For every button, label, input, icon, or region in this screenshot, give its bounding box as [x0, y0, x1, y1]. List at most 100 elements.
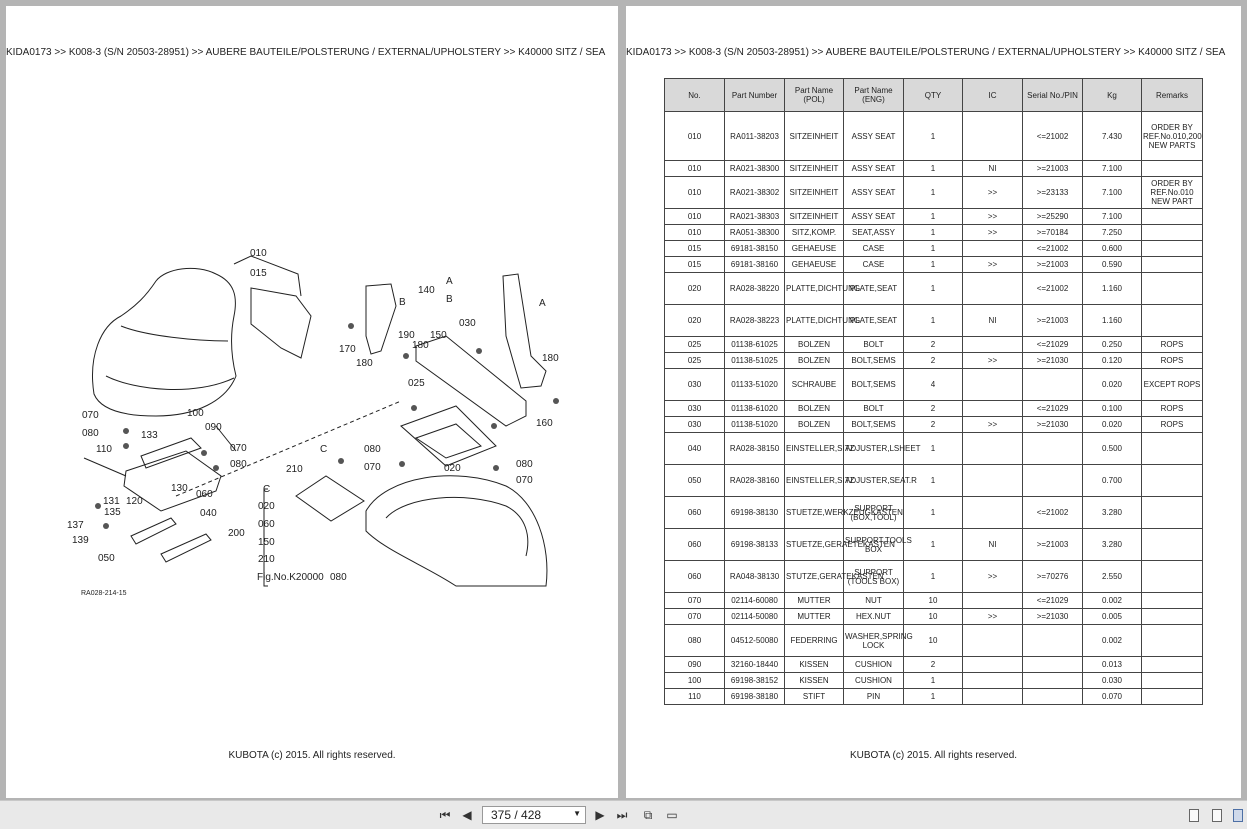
table-cell: PLATTE,DICHTUNG: [784, 304, 860, 337]
table-cell: 060: [664, 496, 725, 529]
table-cell: 7.100: [1082, 208, 1142, 225]
table-cell: 02114-50080: [724, 608, 785, 625]
table-cell: 010: [664, 208, 725, 225]
svg-text:120: 120: [126, 496, 143, 507]
column-header: Remarks: [1141, 78, 1203, 112]
prev-page-icon[interactable]: ◀: [462, 808, 472, 822]
table-cell: STUETZE,GERAETEKASTEN: [784, 528, 895, 561]
single-page-icon[interactable]: [1189, 809, 1199, 822]
table-cell: SITZEINHEIT: [784, 208, 844, 225]
table-cell: 7.100: [1082, 176, 1142, 209]
table-cell: STUETZE,WERKZEUGKASTEN: [784, 496, 903, 529]
table-cell: [1141, 608, 1203, 625]
table-cell: 070: [664, 592, 725, 609]
fit-page-icon[interactable]: ⧉: [643, 807, 653, 822]
table-cell: RA028-38220: [724, 272, 785, 305]
table-cell: BOLT,SEMS: [843, 416, 904, 433]
svg-text:B: B: [446, 294, 453, 305]
continuous-icon[interactable]: [1233, 809, 1243, 822]
table-cell: <=21029: [1022, 336, 1083, 353]
table-cell: [962, 496, 1023, 529]
svg-text:080: 080: [364, 444, 381, 455]
table-cell: RA021-38302: [724, 176, 785, 209]
table-cell: >=25290: [1022, 208, 1083, 225]
svg-text:130: 130: [171, 483, 188, 494]
table-cell: ASSY SEAT: [843, 176, 904, 209]
table-cell: >>: [962, 256, 1023, 273]
svg-text:015: 015: [250, 268, 267, 279]
table-cell: >>: [962, 224, 1023, 241]
table-cell: 010: [664, 160, 725, 177]
table-cell: MUTTER: [784, 592, 844, 609]
table-cell: 01133-51020: [724, 368, 785, 401]
table-cell: 01138-51020: [724, 416, 785, 433]
two-page-icon[interactable]: [1212, 809, 1222, 822]
table-cell: 1: [903, 111, 963, 161]
table-cell: GEHAEUSE: [784, 240, 844, 257]
table-cell: HEX.NUT: [843, 608, 904, 625]
next-page-icon[interactable]: ▶: [595, 808, 605, 822]
table-cell: [962, 368, 1023, 401]
table-cell: [1141, 592, 1203, 609]
table-cell: [1141, 208, 1203, 225]
table-cell: PLATE,SEAT: [843, 272, 904, 305]
table-cell: 010: [664, 176, 725, 209]
page-selector[interactable]: 375 / 428 ▼: [482, 806, 586, 824]
svg-text:139: 139: [72, 535, 89, 546]
svg-text:040: 040: [200, 508, 217, 519]
table-cell: 0.590: [1082, 256, 1142, 273]
table-cell: 010: [664, 224, 725, 241]
table-cell: [962, 336, 1023, 353]
table-cell: CASE: [843, 240, 904, 257]
table-cell: NI: [962, 304, 1023, 337]
table-cell: GEHAEUSE: [784, 256, 844, 273]
viewer-toolbar: ⏮ ◀ 375 / 428 ▼ ▶ ⏭ ⧉ ▭: [0, 800, 1247, 829]
table-cell: 040: [664, 432, 725, 465]
svg-text:190: 190: [398, 330, 415, 341]
first-page-icon[interactable]: ⏮: [439, 807, 451, 822]
table-cell: 01138-61025: [724, 336, 785, 353]
svg-text:150: 150: [258, 537, 275, 548]
table-cell: BOLT,SEMS: [843, 368, 904, 401]
svg-text:C: C: [320, 444, 327, 455]
table-cell: <=21002: [1022, 111, 1083, 161]
footer: KUBOTA (c) 2015. All rights reserved.: [228, 750, 396, 761]
last-page-icon[interactable]: ⏭: [616, 807, 628, 822]
svg-text:070: 070: [82, 410, 99, 421]
table-cell: >=21003: [1022, 528, 1083, 561]
svg-text:RA028-214-15: RA028-214-15: [81, 590, 127, 597]
table-cell: 110: [664, 688, 725, 705]
svg-text:080: 080: [516, 459, 533, 470]
table-cell: BOLZEN: [784, 400, 844, 417]
table-cell: >>: [962, 416, 1023, 433]
table-cell: EINSTELLER,SITZ: [784, 464, 854, 497]
table-cell: [962, 464, 1023, 497]
table-cell: <=21029: [1022, 592, 1083, 609]
table-cell: 0.002: [1082, 624, 1142, 657]
table-cell: [1022, 672, 1083, 689]
fit-width-icon[interactable]: ▭: [666, 808, 678, 822]
table-cell: BOLZEN: [784, 336, 844, 353]
table-cell: [1141, 688, 1203, 705]
table-cell: [962, 240, 1023, 257]
table-cell: RA028-38150: [724, 432, 785, 465]
table-cell: KISSEN: [784, 672, 844, 689]
table-cell: NI: [962, 528, 1023, 561]
table-cell: RA021-38300: [724, 160, 785, 177]
table-cell: 1: [903, 560, 963, 593]
table-cell: 0.120: [1082, 352, 1142, 369]
table-cell: PLATE,SEAT: [843, 304, 904, 337]
column-header: Serial No./PIN: [1022, 78, 1083, 112]
table-cell: CASE: [843, 256, 904, 273]
table-cell: 7.430: [1082, 111, 1142, 161]
table-cell: 0.030: [1082, 672, 1142, 689]
table-cell: 1: [903, 304, 963, 337]
svg-text:Fig.No.K20000: Fig.No.K20000: [257, 572, 324, 583]
